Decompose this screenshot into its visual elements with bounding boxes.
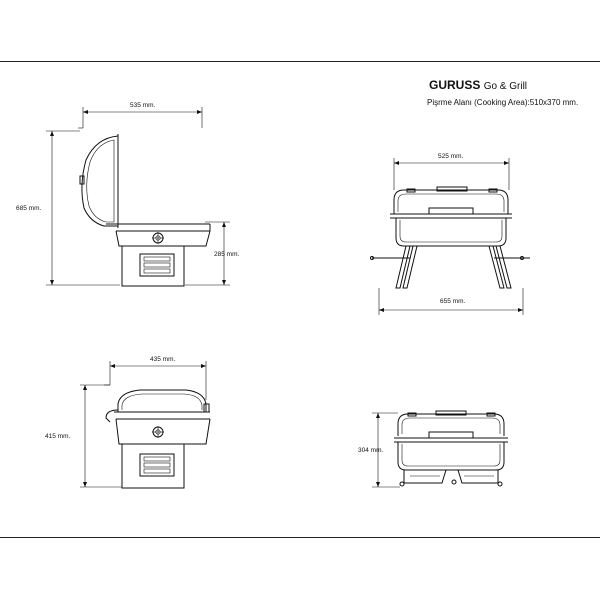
dim-side-closed-width: 435 mm. xyxy=(104,356,207,400)
product-name: Go & Grill xyxy=(483,81,528,92)
dim-front-width-top: 525 mm. xyxy=(393,153,510,190)
brand-name: GURUSS xyxy=(429,78,481,92)
front-view-closed: 304 mm. xyxy=(358,410,508,488)
label-525: 525 mm. xyxy=(438,153,463,160)
label-685: 685 mm. xyxy=(16,205,41,212)
label-285: 285 mm. xyxy=(214,251,239,258)
dim-side-body-height: 285 mm. xyxy=(185,221,239,286)
dim-side-closed-height: 415 mm. xyxy=(45,384,122,488)
dim-front-closed-height: 304 mm. xyxy=(358,412,400,488)
side-view-closed: 435 mm. 415 mm. xyxy=(45,356,211,489)
dim-side-open-width: 535 mm. xyxy=(78,102,203,129)
cooking-area-label: Pişrme Alanı (Cooking Area):510x370 mm. xyxy=(427,98,579,107)
label-415: 415 mm. xyxy=(45,433,70,440)
dim-front-width-bottom: 655 mm. xyxy=(378,288,524,315)
brand-title: GURUSS Go & Grill xyxy=(429,78,527,92)
dim-side-open-height: 685 mm. xyxy=(16,130,120,286)
side-view-open: 535 mm. 685 mm. 285 mm. xyxy=(16,102,239,287)
label-535: 535 mm. xyxy=(130,102,155,109)
label-435: 435 mm. xyxy=(150,356,175,363)
frame-line-top xyxy=(0,61,600,62)
label-655: 655 mm. xyxy=(440,298,465,305)
frame-line-bottom xyxy=(0,537,600,538)
front-view-open: 525 mm. 655 mm. xyxy=(370,153,530,315)
label-304: 304 mm. xyxy=(358,447,383,454)
